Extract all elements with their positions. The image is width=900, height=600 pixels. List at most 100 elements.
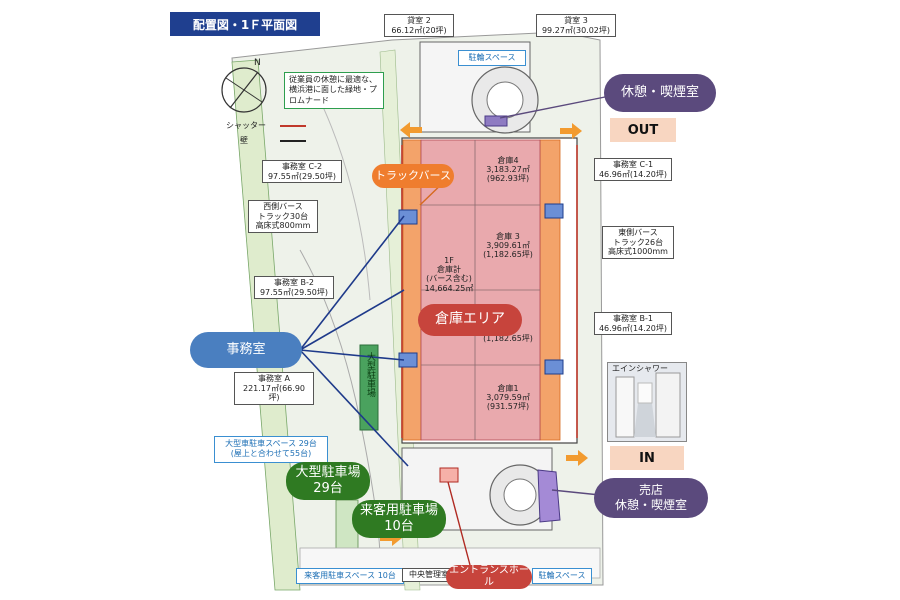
rental-3-area: 99.27㎡(30.02坪) xyxy=(541,25,611,35)
wh4-name: 倉庫4 xyxy=(497,156,519,165)
entrance-connector xyxy=(447,481,471,566)
wh-total-floor: 1F xyxy=(444,256,454,265)
office-c2-area: 97.55㎡(29.50坪) xyxy=(267,171,337,181)
large-parking-vertical-label: 大型駐車場 xyxy=(365,352,375,397)
office-c1-marker xyxy=(544,203,564,219)
warehouse-area-text: 倉庫エリア xyxy=(435,311,505,328)
wh3-area: 3,909.61㎡ xyxy=(486,241,530,251)
visitor-parking-callout: 来客用駐車場 10台 xyxy=(352,500,446,538)
west-berth-line-3: 高床式800mm xyxy=(255,221,311,231)
out-text: OUT xyxy=(627,122,659,138)
wh-total-area: 14,664.25㎡ xyxy=(424,283,474,293)
wh1-tsubo: (931.57坪) xyxy=(486,402,530,412)
rental-room-2: 貸室 2 66.12㎡(20坪) xyxy=(384,14,454,38)
warehouse-1-label: 倉庫1 3,079.59㎡ (931.57坪) xyxy=(478,384,538,412)
truck-berth-callout: トラックバース xyxy=(372,164,454,188)
office-b1-name: 事務室 B-1 xyxy=(612,314,653,323)
top-ramp-inner xyxy=(486,81,524,119)
wh2-tsubo: (1,182.65坪) xyxy=(483,334,533,343)
wh4-area: 3,183.27㎡ xyxy=(486,165,530,175)
office-callout: 事務室 xyxy=(190,332,302,368)
entrance-hall-marker xyxy=(439,467,459,483)
shop-area xyxy=(537,469,561,523)
entrance-hall-callout: エントランスホール xyxy=(446,565,532,589)
west-berth-line-1: 西側バース xyxy=(263,202,303,211)
visitor-parking-callout-line-1: 来客用駐車場 xyxy=(359,502,438,518)
office-b1-area: 46.96㎡(14.20坪) xyxy=(598,323,668,333)
visitor-parking-callout-line-2: 10台 xyxy=(384,519,414,534)
shop-callout: 売店 休憩・喫煙室 xyxy=(594,478,708,518)
rental-2-area: 66.12㎡(20坪) xyxy=(391,25,447,35)
wh1-name: 倉庫1 xyxy=(497,384,519,393)
wh-total-title: 倉庫計 xyxy=(437,265,461,275)
wh-total-note: (バース含む) xyxy=(426,274,472,284)
warehouse-4-label: 倉庫4 3,183.27㎡ (962.93坪) xyxy=(478,156,538,184)
wh3-name: 倉庫 3 xyxy=(496,232,520,241)
shower-photo-graphic xyxy=(608,363,686,441)
east-berth-label: 東側バース トラック26台 高床式1000mm xyxy=(602,226,674,259)
office-a-label: 事務室 A 221.17㎡(66.90坪) xyxy=(234,372,314,405)
east-berth-line-2: トラック26台 xyxy=(612,237,664,247)
bike-space-top: 駐輪スペース xyxy=(458,50,526,67)
large-parking-callout: 大型駐車場 29台 xyxy=(286,462,370,500)
rental-3-name: 貸室 3 xyxy=(564,16,588,25)
in-tag: IN xyxy=(610,446,684,470)
truck-berth-text: トラックバース xyxy=(375,169,451,183)
west-berth-label: 西側バース トラック30台 高床式800mm xyxy=(248,200,318,233)
office-callout-text: 事務室 xyxy=(226,341,266,357)
large-parking-note-line-2: (屋上と合わせて55台) xyxy=(230,449,312,459)
rental-2-name: 貸室 2 xyxy=(407,16,431,25)
compass-cross xyxy=(225,77,263,103)
east-berth-line-3: 高床式1000mm xyxy=(608,247,668,257)
office-b2-label: 事務室 B-2 97.55㎡(29.50坪) xyxy=(254,276,334,300)
compass-north-label: N xyxy=(254,58,261,68)
large-parking-strip xyxy=(359,344,379,431)
large-parking-callout-line-1: 大型駐車場 xyxy=(295,464,361,480)
rest-room-top-marker xyxy=(484,115,508,127)
wh1-area: 3,079.59㎡ xyxy=(486,393,530,403)
in-text: IN xyxy=(639,450,655,466)
arrow-right-in xyxy=(566,450,588,466)
drive-curve-2 xyxy=(314,89,371,301)
bottom-ramp-inner xyxy=(503,478,537,512)
legend-wall-label: 壁 xyxy=(240,136,248,145)
arrow-out-top xyxy=(400,122,422,138)
office-b2-area: 97.55㎡(29.50坪) xyxy=(259,287,329,297)
arrow-top-right xyxy=(560,123,582,139)
shower-label: エインシャワー xyxy=(612,364,668,373)
compass-circle xyxy=(221,67,267,113)
office-connectors xyxy=(299,215,409,467)
large-parking-callout-line-2: 29台 xyxy=(313,481,343,496)
warehouse-2-label: (1,182.65坪) xyxy=(478,334,538,343)
shop-callout-line-2: 休憩・喫煙室 xyxy=(614,498,687,512)
wh4-tsubo: (962.93坪) xyxy=(486,174,530,184)
office-b1-marker xyxy=(544,359,564,375)
office-c2-name: 事務室 C-2 xyxy=(281,162,323,171)
promenade-note: 従業員の休憩に最適な、横浜港に面した緑地・プロムナード xyxy=(284,72,384,110)
office-c2-label: 事務室 C-2 97.55㎡(29.50坪) xyxy=(262,160,342,184)
west-berth-line-2: トラック30台 xyxy=(257,211,309,221)
warehouse-3-label: 倉庫 3 3,909.61㎡ (1,182.65坪) xyxy=(478,232,538,260)
office-c1-area: 46.96㎡(14.20坪) xyxy=(598,169,668,179)
visitor-parking-note: 来客用駐車スペース 10台 xyxy=(296,568,404,585)
page-title: 配置図・1Ｆ平面図 xyxy=(170,12,320,36)
east-berth xyxy=(539,139,561,441)
office-b1-label: 事務室 B-1 46.96㎡(14.20坪) xyxy=(594,312,672,336)
bike-space-bottom: 駐輪スペース xyxy=(532,568,592,585)
office-b2-name: 事務室 B-2 xyxy=(273,278,314,287)
rest-room-top-callout: 休憩・喫煙室 xyxy=(604,74,716,112)
shop-callout-line-1: 売店 xyxy=(638,483,663,497)
warehouse-total-label: 1F 倉庫計 (バース含む) 14,664.25㎡ xyxy=(420,256,478,293)
promenade-text: 従業員の休憩に最適な、横浜港に面した緑地・プロムナード xyxy=(289,75,377,105)
east-berth-line-1: 東側バース xyxy=(618,228,658,237)
rental-room-3: 貸室 3 99.27㎡(30.02坪) xyxy=(536,14,616,38)
large-parking-note: 大型車駐車スペース 29台 (屋上と合わせて55台) xyxy=(214,436,328,463)
office-c1-name: 事務室 C-1 xyxy=(612,160,654,169)
shower-photo xyxy=(607,362,687,442)
out-tag: OUT xyxy=(610,118,676,142)
office-a-area: 221.17㎡(66.90坪) xyxy=(242,383,305,403)
rest-room-top-text: 休憩・喫煙室 xyxy=(620,84,699,100)
office-c2-marker xyxy=(398,209,418,225)
